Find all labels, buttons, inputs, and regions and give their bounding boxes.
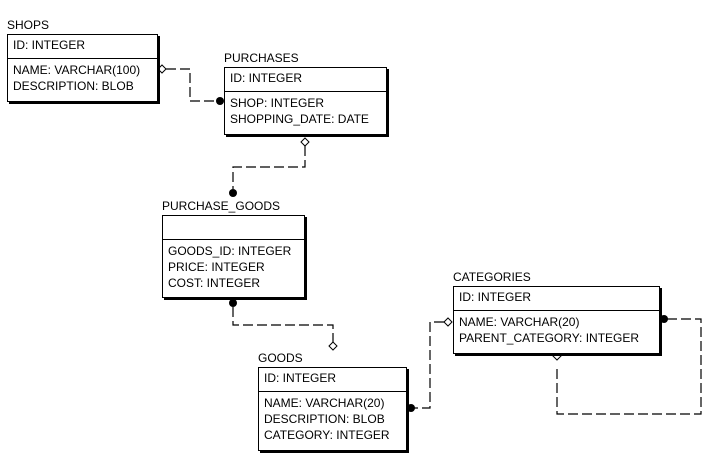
primary-key-section: ID: INTEGER bbox=[8, 35, 157, 59]
attributes-section: NAME: VARCHAR(20) PARENT_CATEGORY: INTEG… bbox=[454, 311, 659, 346]
dot-end-marker bbox=[660, 315, 668, 323]
entity-title-shops: SHOPS bbox=[7, 18, 50, 32]
primary-key-section: ID: INTEGER bbox=[225, 68, 386, 92]
attribute-name: NAME: VARCHAR(20) bbox=[264, 396, 385, 410]
dot-end-marker bbox=[229, 189, 237, 197]
relationship-shops-purchases bbox=[157, 64, 224, 105]
primary-key-section: ID: INTEGER bbox=[454, 287, 659, 311]
attribute-category: CATEGORY: INTEGER bbox=[264, 428, 390, 442]
attribute-id: ID: INTEGER bbox=[264, 371, 337, 385]
attribute-description: DESCRIPTION: BLOB bbox=[13, 79, 134, 93]
attribute-name: NAME: VARCHAR(100) bbox=[13, 63, 141, 77]
dot-end-marker bbox=[407, 404, 415, 412]
attribute-price: PRICE: INTEGER bbox=[168, 260, 265, 274]
attributes-section: SHOP: INTEGER SHOPPING_DATE: DATE bbox=[225, 92, 386, 127]
diamond-end-marker bbox=[443, 317, 453, 327]
entity-title-goods: GOODS bbox=[258, 351, 303, 365]
attribute-description: DESCRIPTION: BLOB bbox=[264, 412, 385, 426]
attribute-name: NAME: VARCHAR(20) bbox=[459, 315, 580, 329]
attribute-shopping-date: SHOPPING_DATE: DATE bbox=[230, 112, 369, 126]
attributes-section: GOODS_ID: INTEGER PRICE: INTEGER COST: I… bbox=[163, 240, 304, 291]
diamond-end-marker bbox=[157, 64, 167, 74]
diamond-end-marker bbox=[300, 137, 310, 147]
entity-shops[interactable]: ID: INTEGER NAME: VARCHAR(100) DESCRIPTI… bbox=[7, 34, 158, 102]
attribute-shop: SHOP: INTEGER bbox=[230, 96, 325, 110]
relationship-purchase-goods-goods bbox=[229, 299, 338, 351]
attributes-section: NAME: VARCHAR(100) DESCRIPTION: BLOB bbox=[8, 59, 157, 94]
attribute-id: ID: INTEGER bbox=[459, 290, 532, 304]
attribute-id: ID: INTEGER bbox=[230, 71, 303, 85]
attribute-parent-category: PARENT_CATEGORY: INTEGER bbox=[459, 331, 640, 345]
entity-goods[interactable]: ID: INTEGER NAME: VARCHAR(20) DESCRIPTIO… bbox=[258, 367, 407, 451]
entity-title-purchases: PURCHASES bbox=[224, 51, 299, 65]
attribute-cost: COST: INTEGER bbox=[168, 276, 261, 290]
relationship-categories-goods bbox=[407, 317, 453, 412]
diamond-end-marker bbox=[552, 351, 562, 361]
attribute-goods-id: GOODS_ID: INTEGER bbox=[168, 244, 292, 258]
entity-title-categories: CATEGORIES bbox=[453, 270, 531, 284]
diamond-end-marker bbox=[328, 341, 338, 351]
dot-end-marker bbox=[229, 299, 237, 307]
entity-purchase-goods[interactable]: GOODS_ID: INTEGER PRICE: INTEGER COST: I… bbox=[162, 215, 305, 298]
entity-purchases[interactable]: ID: INTEGER SHOP: INTEGER SHOPPING_DATE:… bbox=[224, 67, 387, 135]
attribute-id: ID: INTEGER bbox=[13, 38, 86, 52]
primary-key-section bbox=[163, 216, 304, 240]
entity-categories[interactable]: ID: INTEGER NAME: VARCHAR(20) PARENT_CAT… bbox=[453, 286, 660, 354]
dot-end-marker bbox=[216, 97, 224, 105]
relationship-categories-self bbox=[552, 315, 702, 415]
relationship-purchases-purchase-goods bbox=[229, 137, 310, 197]
entity-title-purchase-goods: PURCHASE_GOODS bbox=[162, 199, 281, 213]
primary-key-section: ID: INTEGER bbox=[259, 368, 406, 392]
attributes-section: NAME: VARCHAR(20) DESCRIPTION: BLOB CATE… bbox=[259, 392, 406, 443]
